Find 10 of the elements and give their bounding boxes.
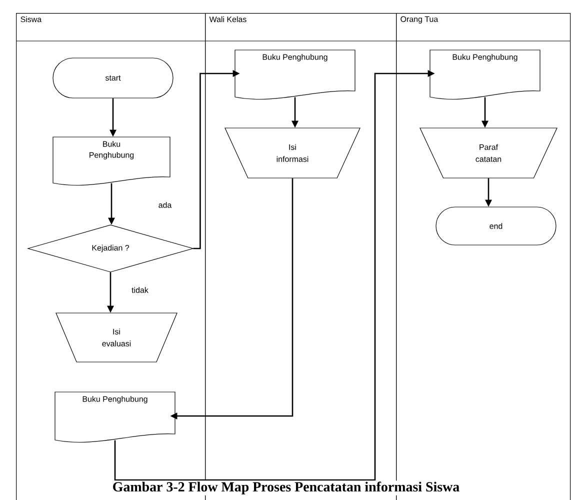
- arrow: [170, 178, 294, 420]
- caption: Gambar 3-2 Flow Map Proses Pencatatan informasi Siswa: [111, 480, 461, 496]
- arrow: [110, 98, 116, 137]
- arrow: [108, 183, 115, 225]
- arrow: [193, 70, 240, 250]
- arrow: [107, 272, 114, 313]
- arrow: [485, 178, 492, 207]
- arrow: [482, 97, 488, 128]
- arrow: [292, 97, 298, 128]
- arrow: [114, 70, 435, 481]
